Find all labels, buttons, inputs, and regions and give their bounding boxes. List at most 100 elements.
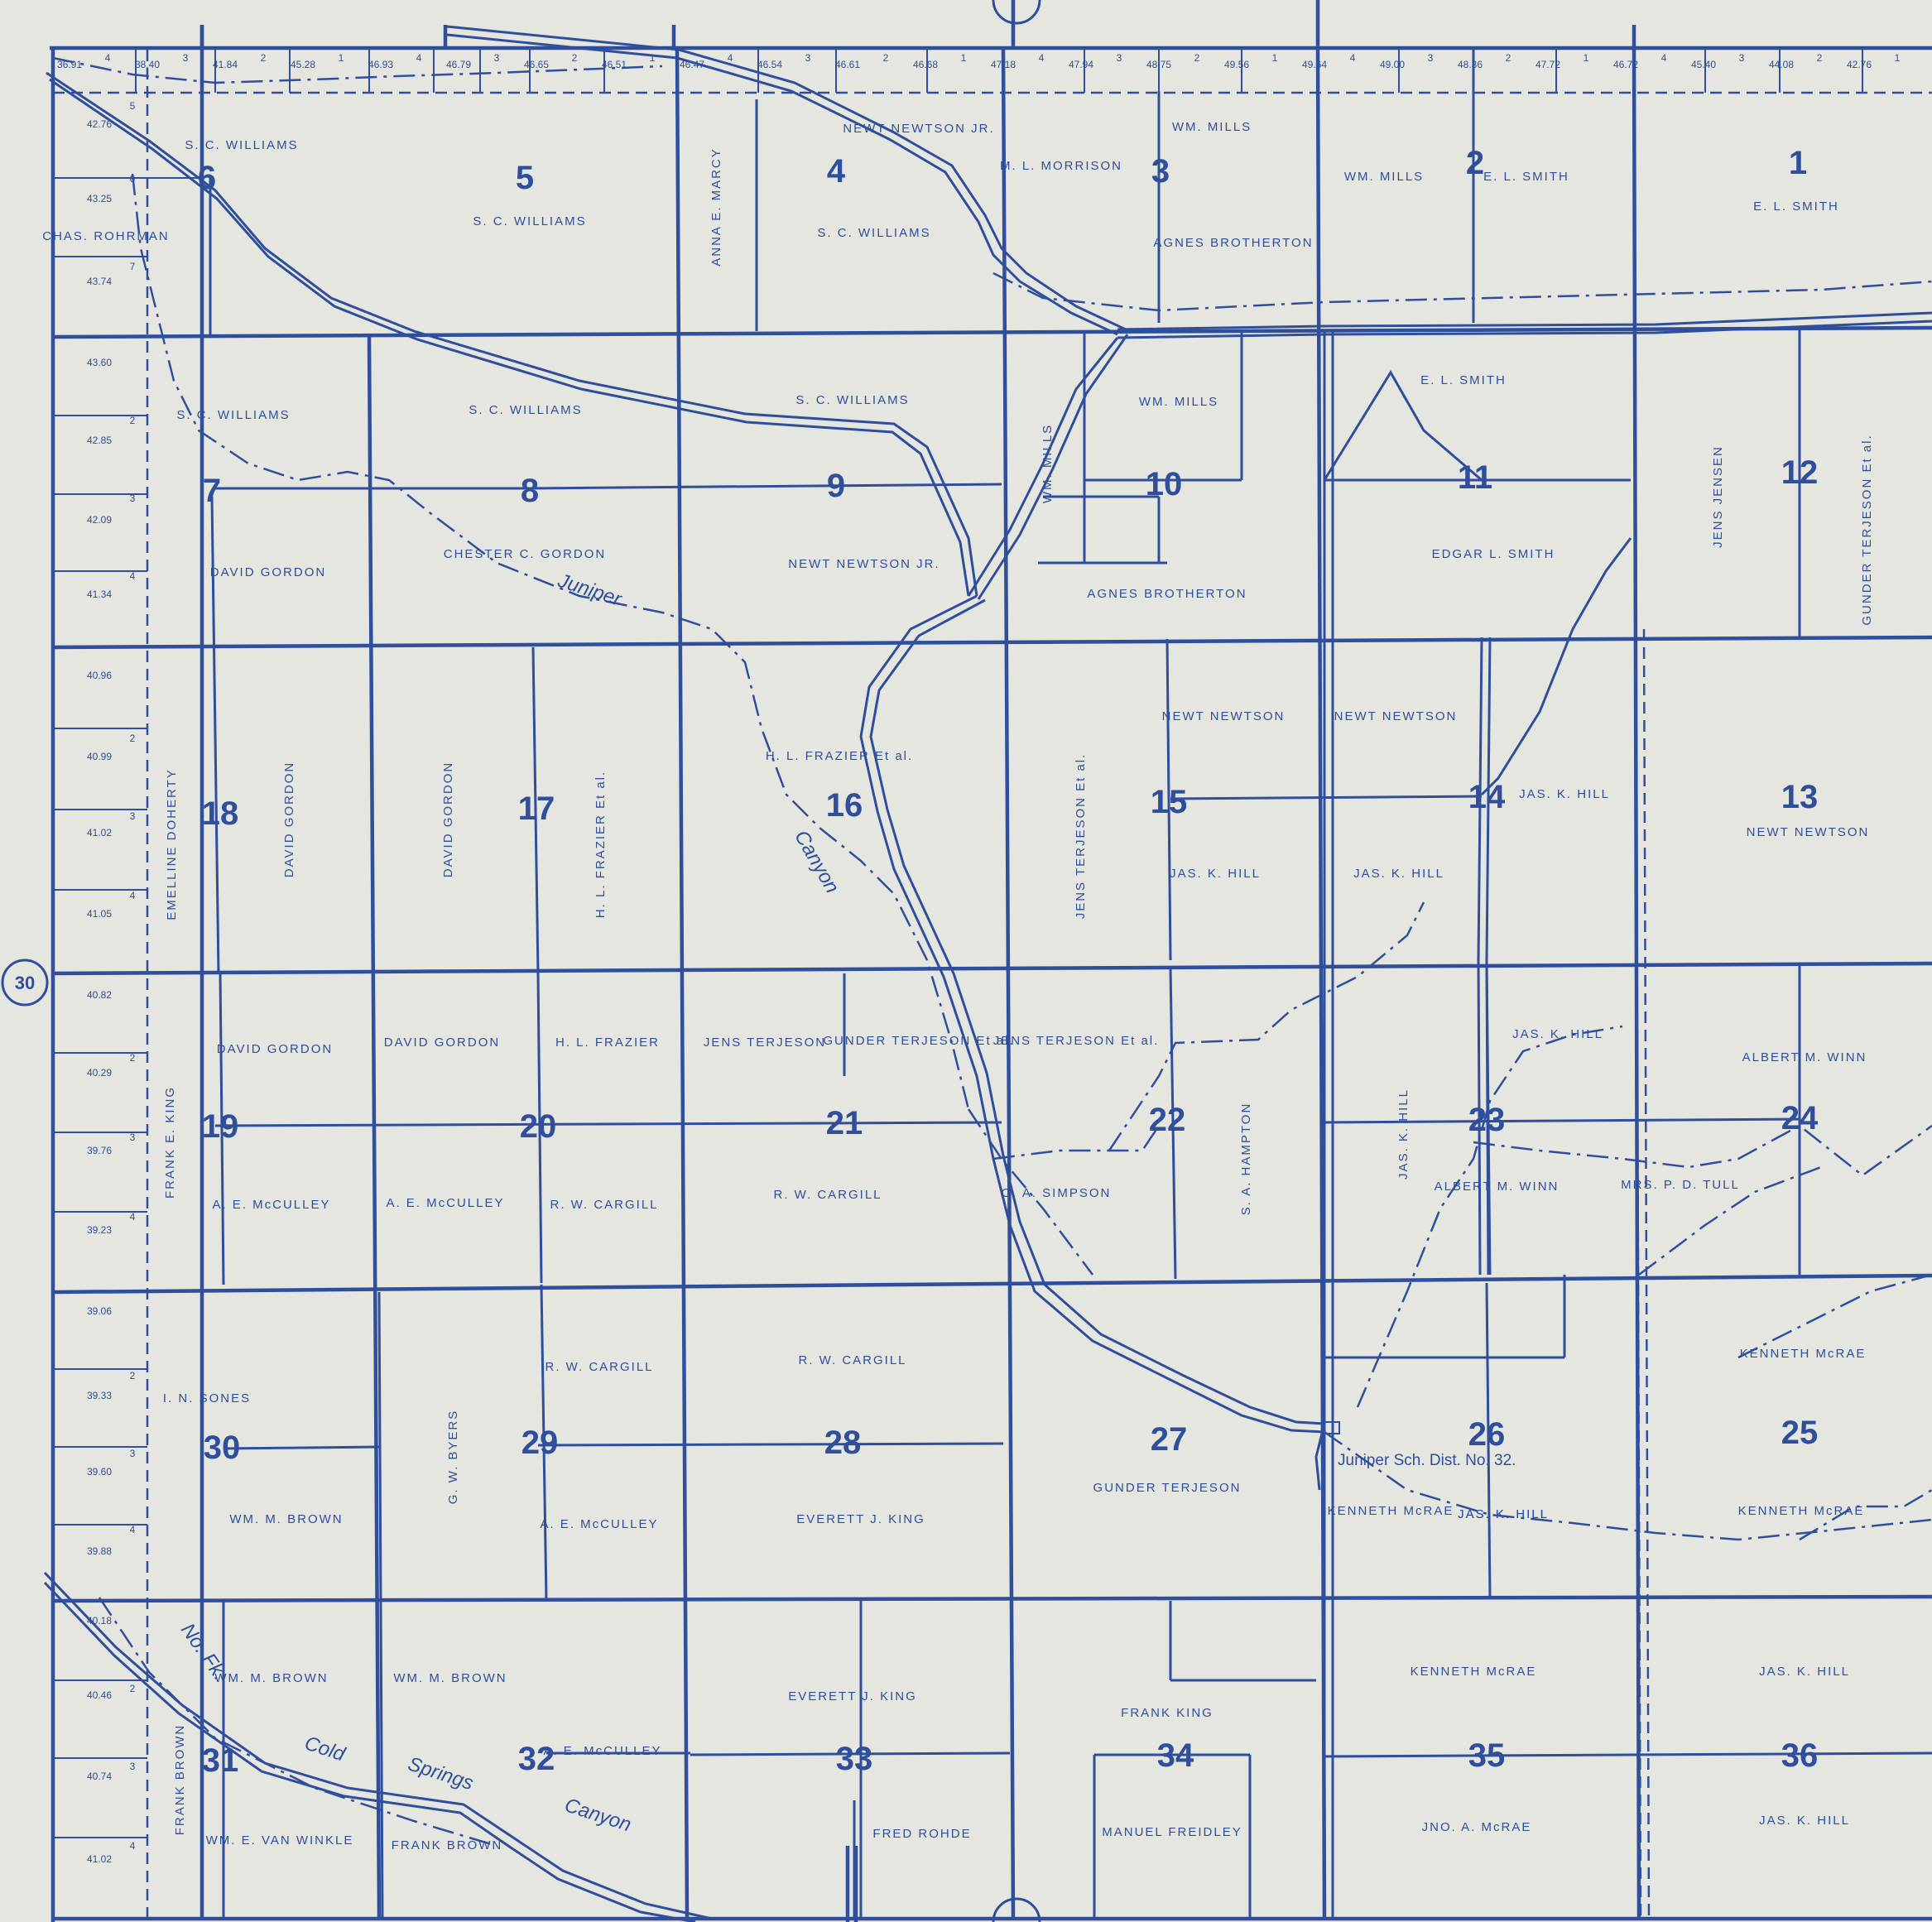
- west-lot-acreage: 42.09: [87, 514, 112, 526]
- owner-label: H. L. FRAZIER Et al.: [594, 771, 608, 918]
- section-number: 8: [521, 473, 539, 509]
- owner-label: FRANK E. KING: [163, 1086, 177, 1199]
- west-lot-acreage: 40.82: [87, 989, 112, 1001]
- section-number: 4: [827, 153, 846, 190]
- west-lot-number: 2: [130, 1370, 136, 1381]
- roads: [43, 25, 1932, 1922]
- owner-label: JAS. K. HILL: [1458, 1507, 1549, 1521]
- owner-label: JAS. K. HILL: [1759, 1665, 1850, 1679]
- section-number: 12: [1781, 454, 1819, 491]
- west-lots-layer: 42.7643.2543.7443.6042.8542.0941.3440.96…: [87, 100, 136, 1865]
- section-number: 10: [1146, 466, 1183, 502]
- owner-label: DAVID GORDON: [282, 762, 296, 877]
- owner-label: KENNETH McRAE: [1411, 1665, 1537, 1679]
- west-lot-acreage: 41.34: [87, 589, 112, 600]
- section-number: 17: [518, 790, 555, 827]
- west-lot-number: 2: [130, 415, 136, 426]
- section-1: 1E. L. SMITH: [1753, 145, 1838, 214]
- section-number: 5: [516, 160, 534, 196]
- section-number: 32: [518, 1741, 555, 1777]
- owner-label: NEWT NEWTSON: [1747, 825, 1870, 839]
- west-lot-acreage: 40.96: [87, 670, 112, 681]
- owner-label: R. W. CARGILL: [773, 1188, 882, 1202]
- owner-label: JAS. K. HILL: [1170, 867, 1261, 881]
- west-lot-number: 2: [130, 1052, 136, 1064]
- west-lot-acreage: 40.46: [87, 1689, 112, 1701]
- west-lot-acreage: 40.74: [87, 1771, 112, 1782]
- top-lot-number: 3: [494, 52, 500, 64]
- west-lot-number: 3: [130, 1132, 136, 1143]
- section-number: 19: [202, 1108, 239, 1145]
- owner-label: NEWT NEWTSON JR.: [843, 122, 994, 136]
- section-number: 33: [836, 1741, 873, 1777]
- west-lot-number: 4: [130, 1524, 136, 1535]
- owner-label: A. E. McCULLEY: [386, 1196, 504, 1210]
- section-number: 20: [520, 1108, 557, 1145]
- owner-label: E. L. SMITH: [1420, 373, 1507, 387]
- owner-label: JNO. A. McRAE: [1422, 1820, 1532, 1834]
- school-district-label: Juniper Sch. Dist. No. 32.: [1338, 1452, 1516, 1469]
- owner-label: S. C. WILLIAMS: [473, 214, 586, 228]
- owner-label: JENS TERJESON: [704, 1035, 826, 1050]
- top-lot-acreage: 47.94: [1069, 59, 1093, 70]
- owner-label: WM. M. BROWN: [229, 1512, 343, 1526]
- section-number: 26: [1468, 1416, 1506, 1453]
- top-lot-acreage: 46.93: [368, 59, 393, 70]
- west-lot-number: 3: [130, 810, 136, 822]
- top-lot-number: 1: [339, 52, 344, 64]
- section-number: 14: [1468, 779, 1506, 815]
- north-border-marker: [992, 0, 1041, 25]
- west-lot-acreage: 41.02: [87, 827, 112, 838]
- owner-label: R. W. CARGILL: [550, 1198, 658, 1212]
- top-lot-acreage: 46.72: [1613, 59, 1638, 70]
- west-lot-acreage: 41.05: [87, 908, 112, 920]
- west-lot-number: 4: [130, 890, 136, 901]
- top-lot-number: 3: [1117, 52, 1122, 64]
- owner-label: EDGAR L. SMITH: [1432, 547, 1555, 561]
- owner-label: R. W. CARGILL: [798, 1353, 906, 1367]
- owner-label: O. A. SIMPSON: [1002, 1186, 1112, 1200]
- owner-label: DAVID GORDON: [210, 565, 326, 579]
- section-number: 6: [198, 160, 216, 196]
- section-number: 15: [1151, 784, 1188, 820]
- top-lot-number: 1: [1584, 52, 1589, 64]
- owner-label: WM. E. VAN WINKLE: [206, 1833, 354, 1848]
- section-number: 24: [1781, 1100, 1819, 1136]
- top-lot-acreage: 46.68: [913, 59, 938, 70]
- owner-label: S. C. WILLIAMS: [817, 226, 930, 240]
- top-lot-number: 4: [728, 52, 733, 64]
- top-lot-acreage: 46.51: [602, 59, 627, 70]
- owner-label: AGNES BROTHERTON: [1087, 587, 1247, 601]
- owner-label: WM. M. BROWN: [214, 1671, 328, 1685]
- owner-label: JAS. K. HILL: [1396, 1088, 1411, 1180]
- owner-label: WM. MILLS: [1040, 424, 1055, 503]
- section-number: 3: [1151, 153, 1170, 190]
- top-lot-number: 2: [1506, 52, 1511, 64]
- owner-label: EVERETT J. KING: [796, 1512, 925, 1526]
- owner-label: R. W. CARGILL: [545, 1360, 653, 1374]
- section-number: 34: [1157, 1737, 1194, 1774]
- section-grid: [50, 0, 1932, 1922]
- owner-label: CHESTER C. GORDON: [444, 547, 607, 561]
- section-5: 5 S. C. WILLIAMS: [473, 160, 586, 228]
- owner-label: WM. MILLS: [1172, 120, 1252, 134]
- west-lot-number: 2: [130, 733, 136, 744]
- top-lot-acreage: 49.56: [1224, 59, 1249, 70]
- owner-label: GUNDER TERJESON Et al.: [1860, 434, 1874, 625]
- section-16: 16H. L. FRAZIER Et al.: [766, 749, 911, 824]
- owner-label: S. A. HAMPTON: [1239, 1103, 1253, 1216]
- owner-label: KENNETH McRAE: [1740, 1347, 1867, 1361]
